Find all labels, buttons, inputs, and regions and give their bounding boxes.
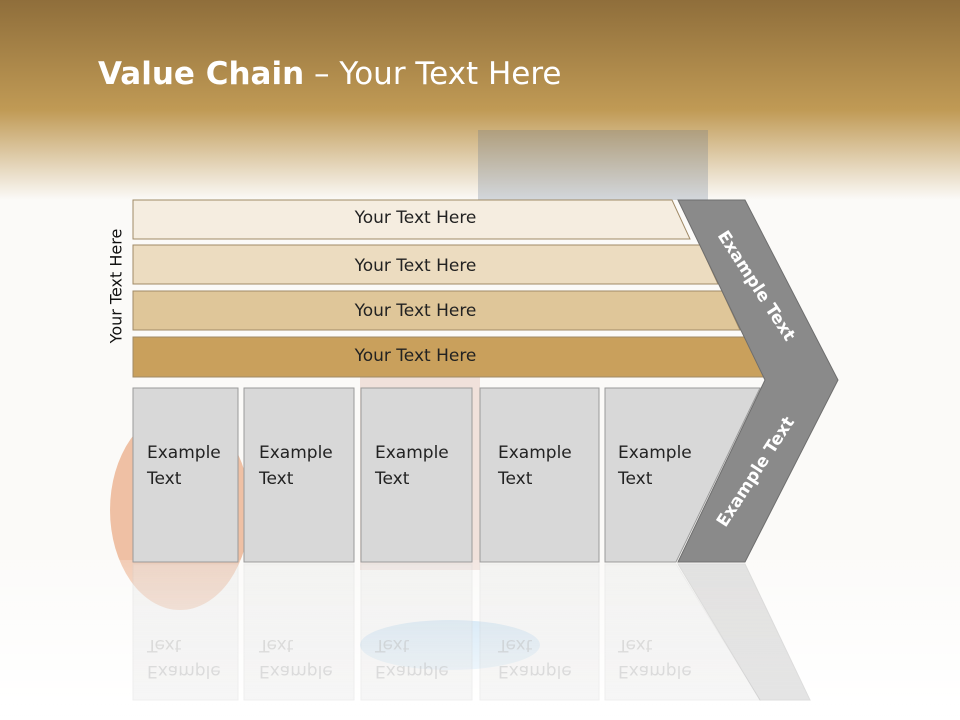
- cell-reflection-1: Example Text: [147, 635, 221, 681]
- cell-box-1: [132, 387, 239, 563]
- cell-reflection-5: Example Text: [618, 635, 692, 681]
- chevron-arrow: [677, 199, 839, 563]
- cell-reflection-4: Example Text: [498, 635, 572, 681]
- cell-label-3: Example Text: [375, 443, 449, 489]
- row-band-2: [132, 244, 719, 285]
- cell-reflection-2: Example Text: [259, 635, 333, 681]
- cell-box-4: [479, 387, 600, 563]
- cell-reflection-3: Example Text: [375, 635, 449, 681]
- cell-reflection-box-3: [360, 563, 473, 701]
- cell-box-2: [243, 387, 355, 563]
- cell-label-4: Example Text: [498, 443, 572, 489]
- row-label-1: Your Text Here: [354, 208, 477, 228]
- cell-reflection-box-4: [479, 563, 600, 701]
- cell-label-2: Example Text: [259, 443, 333, 489]
- cell-label-1: Example Text: [147, 443, 221, 489]
- row-label-4: Your Text Here: [354, 346, 477, 366]
- row-label-2: Your Text Here: [354, 256, 477, 276]
- cell-reflection-box-2: [243, 563, 355, 701]
- row-label-3: Your Text Here: [354, 301, 477, 321]
- page-title: Value Chain – Your Text Here: [98, 56, 562, 92]
- cell-box-5: [604, 387, 761, 563]
- cell-label-5: Example Text: [618, 443, 692, 489]
- cell-reflection-box-1: [132, 563, 239, 701]
- row-band-3: [132, 290, 741, 331]
- row-band-1: [132, 199, 691, 240]
- cell-reflection-box-5: [604, 563, 761, 701]
- cell-box-3: [360, 387, 473, 563]
- chevron-reflection: [677, 563, 811, 701]
